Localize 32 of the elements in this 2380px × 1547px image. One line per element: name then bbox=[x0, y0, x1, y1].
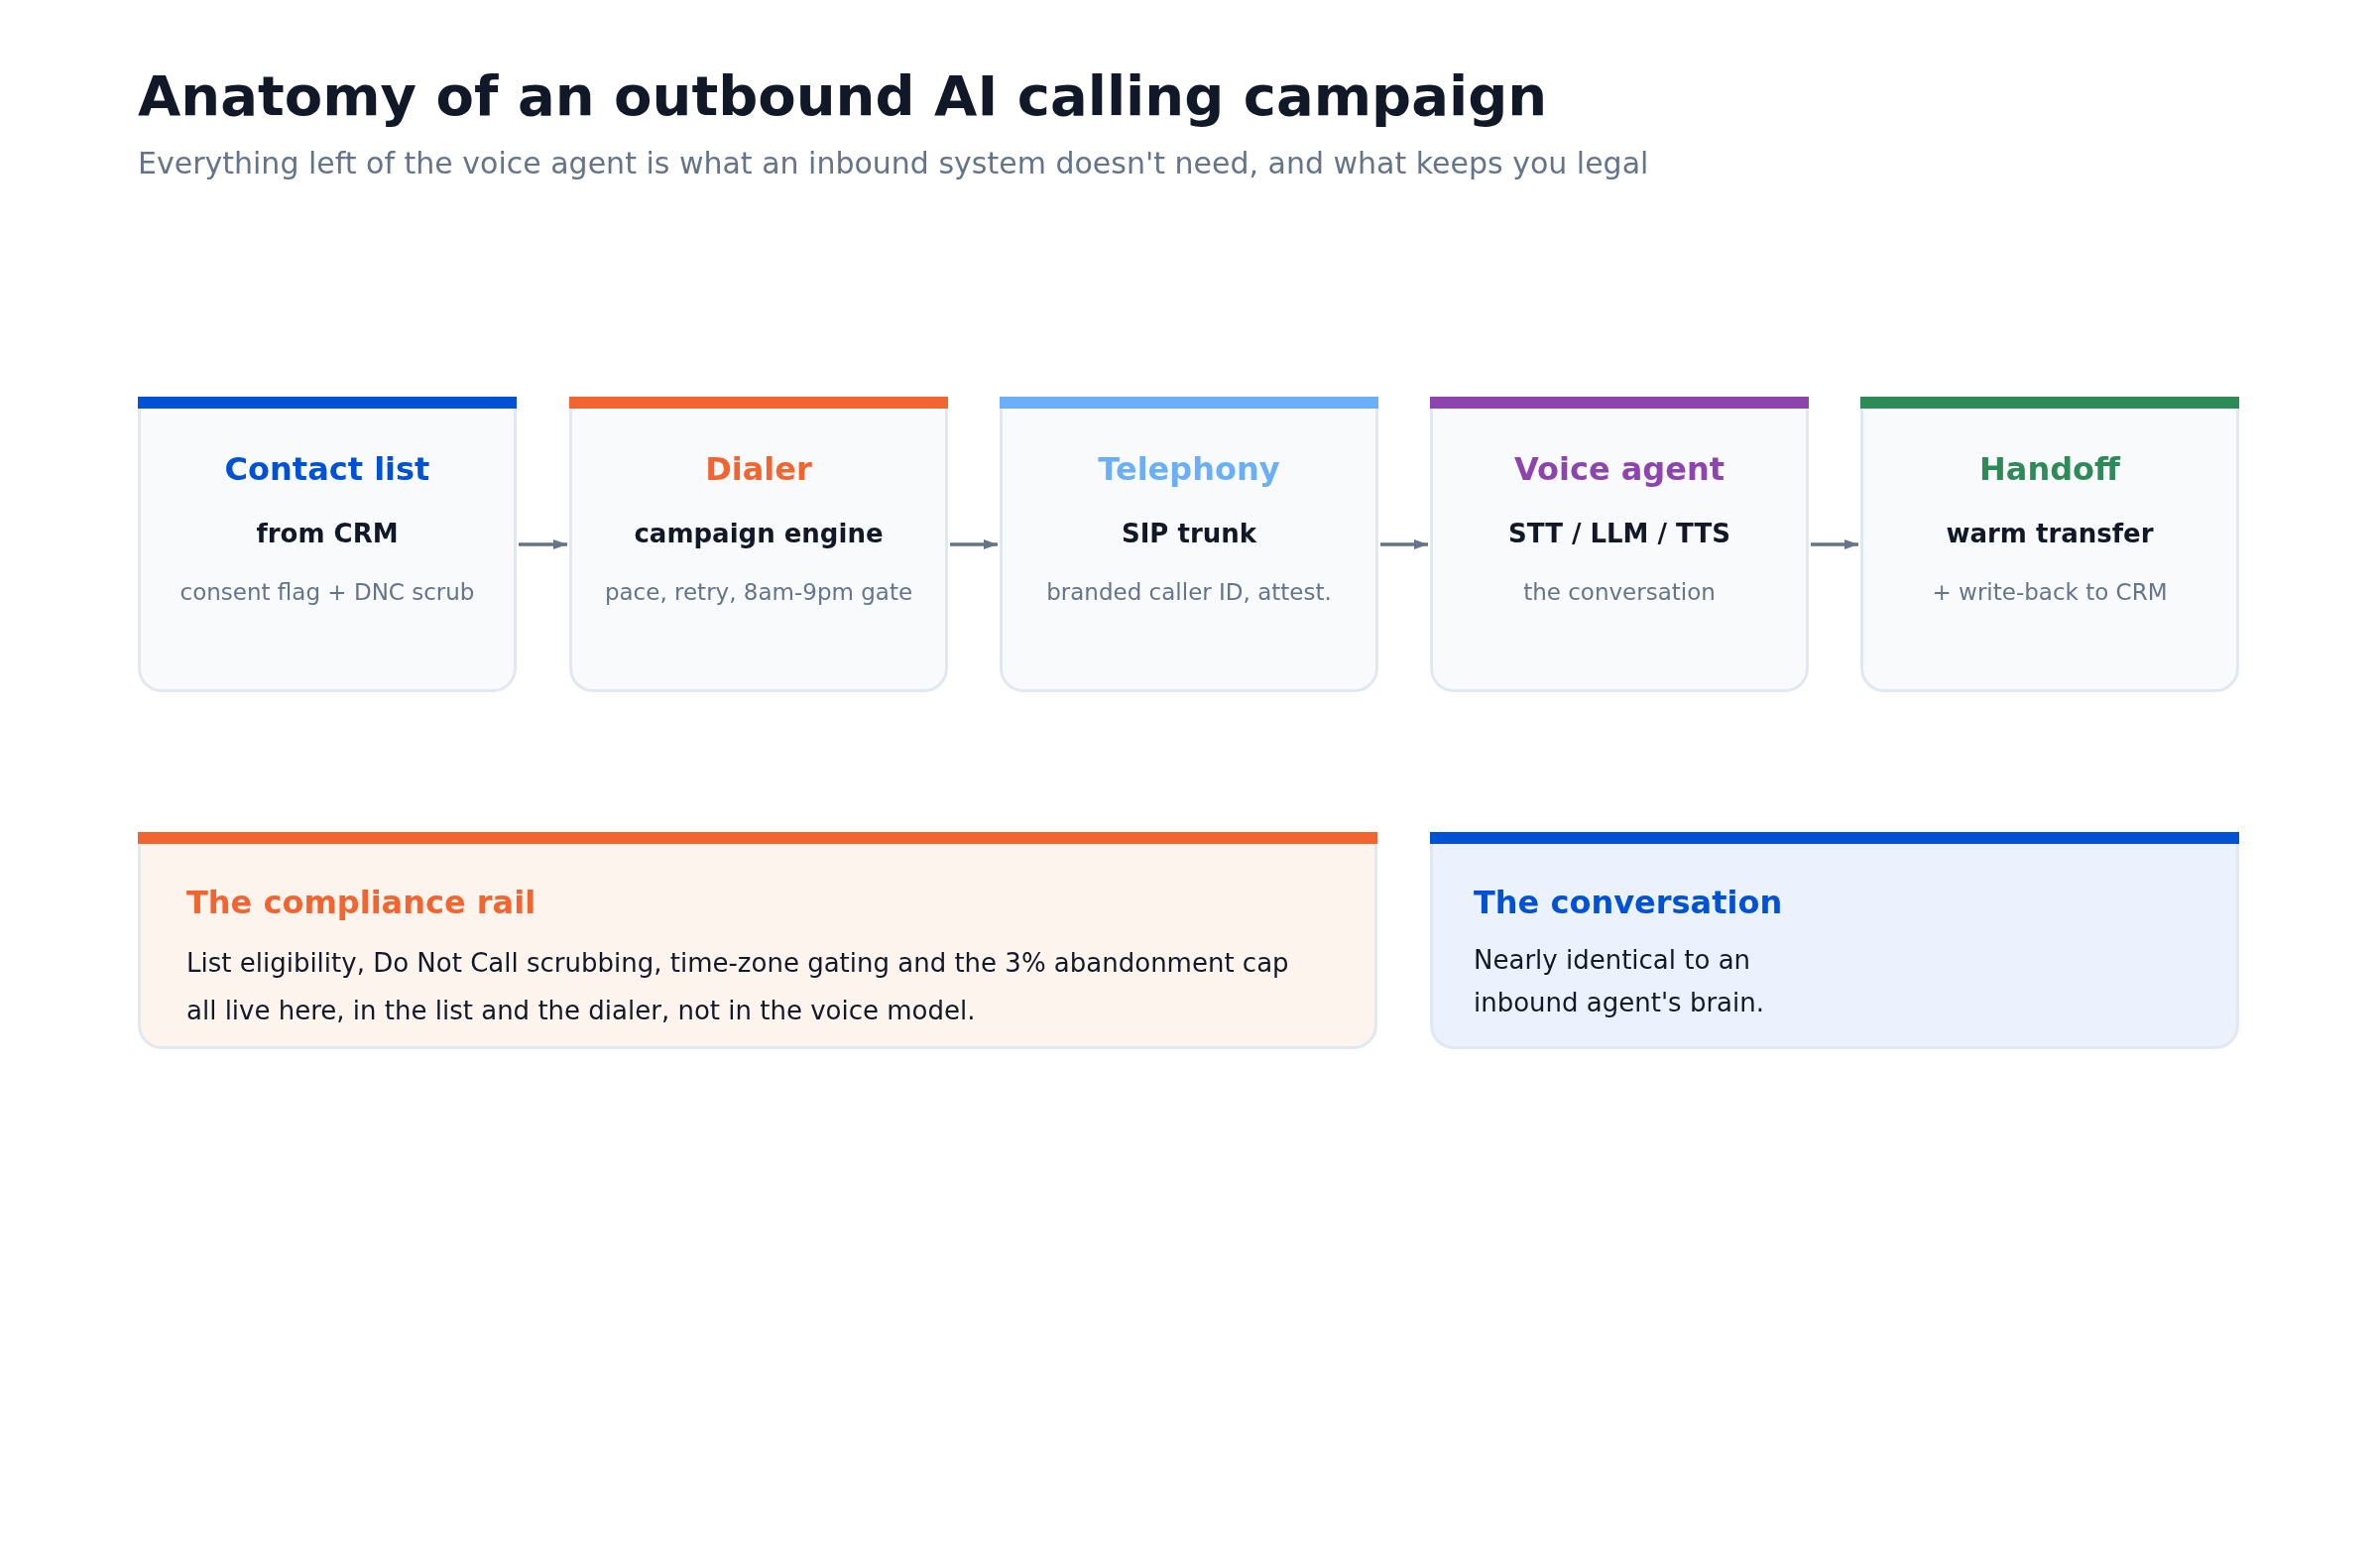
arrow bbox=[519, 539, 567, 549]
info-panel bbox=[138, 832, 1377, 1049]
stage-card bbox=[1430, 397, 1809, 692]
panel-text: Nearly identical to an inbound agent's brain. bbox=[1474, 944, 1765, 1019]
stage-card bbox=[1860, 397, 2239, 692]
panel-heading: The compliance rail bbox=[186, 884, 536, 922]
card-subtitle: campaign engine bbox=[633, 519, 885, 550]
arrow bbox=[950, 539, 998, 549]
card-subtitle: SIP trunk bbox=[1120, 519, 1258, 550]
arrow bbox=[1811, 539, 1858, 549]
card-title: Handoff bbox=[1978, 450, 2122, 489]
card-description: the conversation bbox=[1522, 579, 1717, 607]
info-panel bbox=[1430, 832, 2239, 1049]
card-subtitle: warm transfer bbox=[1945, 519, 2155, 550]
stage-card bbox=[1000, 397, 1378, 692]
stage-card bbox=[569, 397, 948, 692]
card-description: consent flag + DNC scrub bbox=[178, 579, 476, 607]
card-title: Dialer bbox=[704, 450, 813, 489]
panel-text: List eligibility, Do Not Call scrubbing, time-zone gating and the 3% abandonment cap all live here, in the list and the dialer, not in the voice model. bbox=[186, 947, 1290, 1027]
card-subtitle: from CRM bbox=[255, 519, 400, 550]
card-subtitle: STT / LLM / TTS bbox=[1507, 519, 1731, 550]
diagram-title: Anatomy of an outbound AI calling campaign bbox=[138, 62, 1548, 130]
card-title: Contact list bbox=[223, 450, 431, 489]
card-description: branded caller ID, attest. bbox=[1045, 579, 1333, 607]
card-title: Telephony bbox=[1097, 450, 1281, 489]
stage-card bbox=[138, 397, 517, 692]
diagram-subtitle: Everything left of the voice agent is what an inbound system doesn't need, and what keeps you legal bbox=[138, 146, 1649, 181]
card-description: pace, retry, 8am-9pm gate bbox=[603, 579, 914, 607]
card-title: Voice agent bbox=[1512, 450, 1726, 489]
card-description: + write-back to CRM bbox=[1931, 579, 2169, 607]
panel-heading: The conversation bbox=[1474, 884, 1783, 922]
arrow bbox=[1380, 539, 1428, 549]
